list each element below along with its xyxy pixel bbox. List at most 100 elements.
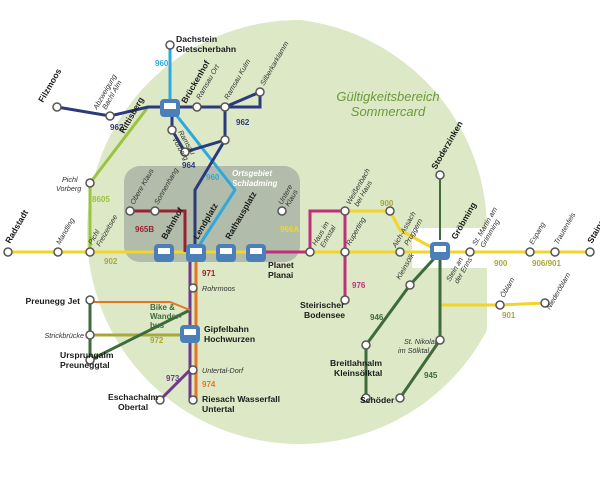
stop-riesach[interactable]: [188, 395, 198, 405]
route-971: 971: [202, 269, 216, 278]
stop-eschachalm[interactable]: [155, 395, 165, 405]
route-900-right: 900: [494, 259, 508, 268]
route-973: 973: [166, 374, 180, 383]
stop-225-140[interactable]: [220, 135, 230, 145]
stop-untere-klaus[interactable]: [277, 206, 287, 216]
stop-964-junction[interactable]: [180, 147, 190, 157]
stop-oeblarn[interactable]: [495, 300, 505, 310]
stop-mandling[interactable]: [53, 247, 63, 257]
stop-weissenbach[interactable]: [340, 206, 350, 216]
stop-obere-klaus[interactable]: [125, 206, 135, 216]
station-planet-planai[interactable]: [246, 244, 266, 262]
label-planai: Planai: [268, 270, 293, 280]
label-breitlahnalm-1: Breitlahnalm: [330, 358, 382, 368]
label-pichl-vorberg-1: Pichl: [62, 175, 78, 184]
station-brueckenhof[interactable]: [160, 99, 180, 117]
label-eschachalm-2: Obertal: [118, 402, 148, 412]
route-906-901: 906/901: [532, 259, 561, 268]
stop-ramsau-kulm[interactable]: [220, 102, 230, 112]
stop-preunegg[interactable]: [85, 295, 95, 305]
stop-niederoeblarn[interactable]: [540, 298, 550, 308]
station-rathausplatz[interactable]: [216, 244, 236, 262]
label-preunegg: Preunegg Jet: [26, 296, 81, 306]
label-st-nikolai-1: St. Nikolai: [404, 337, 437, 346]
stop-ruperting[interactable]: [340, 247, 350, 257]
stop-schoeder[interactable]: [395, 393, 405, 403]
stop-st-martin[interactable]: [465, 247, 475, 257]
label-dachstein: Dachstein: [176, 34, 217, 44]
label-riesach-1: Riesach Wasserfall: [202, 394, 280, 404]
line-964: [193, 139, 227, 252]
stop-ursprungalm[interactable]: [85, 355, 95, 365]
route-901: 901: [502, 311, 516, 320]
stop-untertal[interactable]: [188, 365, 198, 375]
stop-filzmoos[interactable]: [52, 102, 62, 112]
route-964: 964: [182, 161, 196, 170]
zone-title: Gültigkeitsbereich: [336, 89, 439, 104]
stop-steirischer-bodensee[interactable]: [340, 295, 350, 305]
stop-silberkarklamm[interactable]: [255, 87, 265, 97]
route-960-center: 960: [206, 173, 220, 182]
label-strickbruecke: Strickbrücke: [44, 331, 84, 340]
stop-stainach[interactable]: [585, 247, 595, 257]
stop-st-nikolai[interactable]: [435, 335, 445, 345]
label-gipfelbahn-2: Hochwurzen: [204, 334, 255, 344]
route-976: 976: [352, 281, 366, 290]
label-breitlahnalm-2: Kleinsölktal: [334, 368, 382, 378]
stop-ramsau-vorberg[interactable]: [167, 125, 177, 135]
stop-stoderzinken[interactable]: [435, 170, 445, 180]
stop-breitlahnalm[interactable]: [361, 340, 371, 350]
route-8605: 8605: [92, 195, 110, 204]
stop-pruggern[interactable]: [395, 247, 405, 257]
station-gipfelbahn[interactable]: [180, 325, 200, 343]
line-966a: [258, 209, 347, 300]
label-bike-3: bus: [150, 321, 165, 330]
route-966a: 966A: [280, 225, 299, 234]
stop-aich[interactable]: [385, 206, 395, 216]
label-steirischer-2: Bodensee: [304, 310, 345, 320]
station-lendplatz[interactable]: [186, 244, 206, 262]
stop-sonnenhang[interactable]: [150, 206, 160, 216]
label-ursprungalm-2: Preuneggtal: [60, 360, 110, 370]
label-filzmoos: Filzmoos: [36, 67, 63, 104]
route-960-top: 960: [155, 59, 169, 68]
label-niederoeblarn: Niederöblarn: [544, 271, 572, 311]
label-st-nikolai-2: im Sölktal: [398, 346, 430, 355]
label-mandling: Mandling: [54, 216, 76, 246]
label-stainach: Stainach: [585, 209, 600, 245]
route-902: 902: [104, 257, 118, 266]
label-gletscherbahn: Gletscherbahn: [176, 44, 236, 54]
line-900-upper: [345, 209, 441, 254]
station-groebming[interactable]: [430, 242, 450, 260]
label-eschachalm-1: Eschachalm: [108, 392, 159, 402]
stop-kleinsoelk[interactable]: [405, 280, 415, 290]
stop-strickbruecke[interactable]: [85, 330, 95, 340]
route-946: 946: [370, 313, 384, 322]
route-962-right: 962: [236, 118, 250, 127]
stop-dachstein[interactable]: [165, 40, 175, 50]
label-ursprungalm-1: Ursprungalm: [60, 350, 114, 360]
stop-espang[interactable]: [525, 247, 535, 257]
label-bike-1: Bike &: [150, 303, 175, 312]
station-bahnhof[interactable]: [154, 244, 174, 262]
stop-rohrmoos[interactable]: [188, 283, 198, 293]
route-900-top: 900: [380, 199, 394, 208]
stop-pichl-vorberg[interactable]: [85, 178, 95, 188]
stop-945-end[interactable]: [361, 393, 371, 403]
route-962-left: 962: [110, 123, 124, 132]
town-area-label-1: Ortsgebiet: [232, 169, 272, 178]
stop-ramsau-ort[interactable]: [192, 102, 202, 112]
label-oeblarn: Öblarn: [498, 276, 517, 299]
label-bike-2: Wander-: [150, 312, 182, 321]
stop-pichl-freizeitsee[interactable]: [85, 247, 95, 257]
stop-radstadt[interactable]: [3, 247, 13, 257]
stop-abzweigung[interactable]: [105, 111, 115, 121]
label-espang: Espang: [527, 220, 547, 246]
stop-trautenfels[interactable]: [550, 247, 560, 257]
zone-subtitle: Sommercard: [351, 104, 426, 119]
stop-haus[interactable]: [305, 247, 315, 257]
route-974: 974: [202, 380, 216, 389]
label-radstadt: Radstadt: [3, 208, 30, 245]
